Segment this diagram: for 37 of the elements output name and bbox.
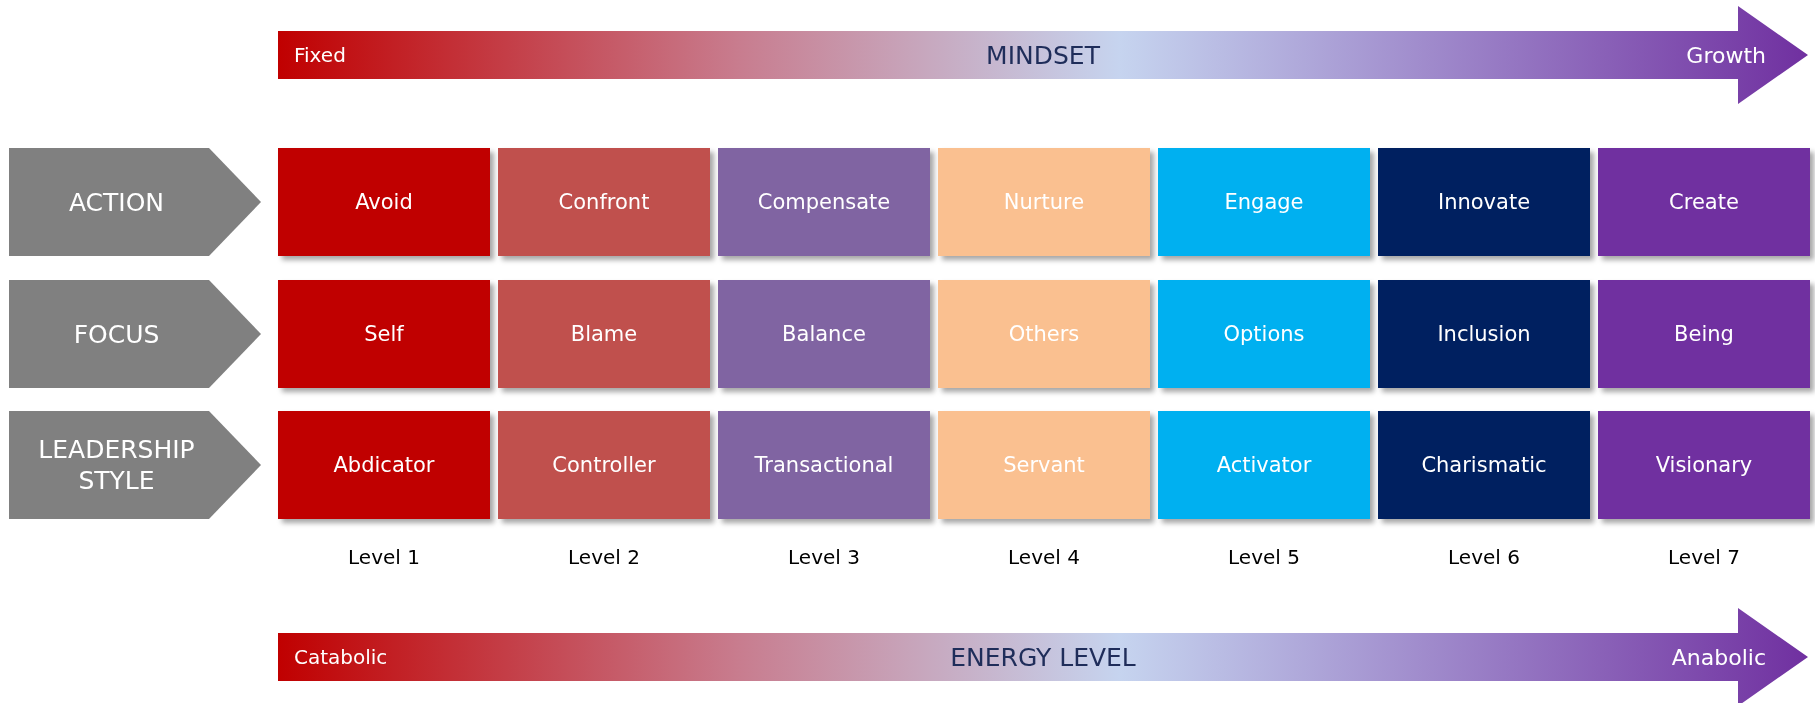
level-label: Level 3 [788, 545, 860, 569]
level-box: Abdicator [278, 411, 490, 519]
scale-title: ENERGY LEVEL [950, 642, 1136, 672]
level-box: Balance [718, 280, 930, 388]
level-box: Inclusion [1378, 280, 1590, 388]
level-box: Engage [1158, 148, 1370, 256]
level-box: Transactional [718, 411, 930, 519]
level-box: Create [1598, 148, 1810, 256]
level-box: Visionary [1598, 411, 1810, 519]
row-heading: ACTION [67, 186, 166, 218]
level-box: Confront [498, 148, 710, 256]
level-label: Level 6 [1448, 545, 1520, 569]
level-box: Options [1158, 280, 1370, 388]
scale-end-label: Growth [1686, 42, 1766, 68]
level-box: Blame [498, 280, 710, 388]
level-box: Avoid [278, 148, 490, 256]
level-box: Self [278, 280, 490, 388]
level-box: Compensate [718, 148, 930, 256]
scale-end-label: Fixed [294, 43, 346, 67]
level-label: Level 1 [348, 545, 420, 569]
level-box: Controller [498, 411, 710, 519]
level-label: Level 4 [1008, 545, 1080, 569]
row-heading: LEADERSHIP STYLE [37, 434, 196, 496]
level-box: Innovate [1378, 148, 1590, 256]
level-box: Others [938, 280, 1150, 388]
scale-end-label: Anabolic [1671, 644, 1766, 670]
level-box: Servant [938, 411, 1150, 519]
level-box: Charismatic [1378, 411, 1590, 519]
level-box: Nurture [938, 148, 1150, 256]
level-label: Level 2 [568, 545, 640, 569]
level-box: Activator [1158, 411, 1370, 519]
level-box: Being [1598, 280, 1810, 388]
scale-end-label: Catabolic [294, 645, 388, 669]
scale-title: MINDSET [986, 40, 1100, 70]
row-heading: FOCUS [72, 318, 161, 350]
level-label: Level 5 [1228, 545, 1300, 569]
level-label: Level 7 [1668, 545, 1740, 569]
